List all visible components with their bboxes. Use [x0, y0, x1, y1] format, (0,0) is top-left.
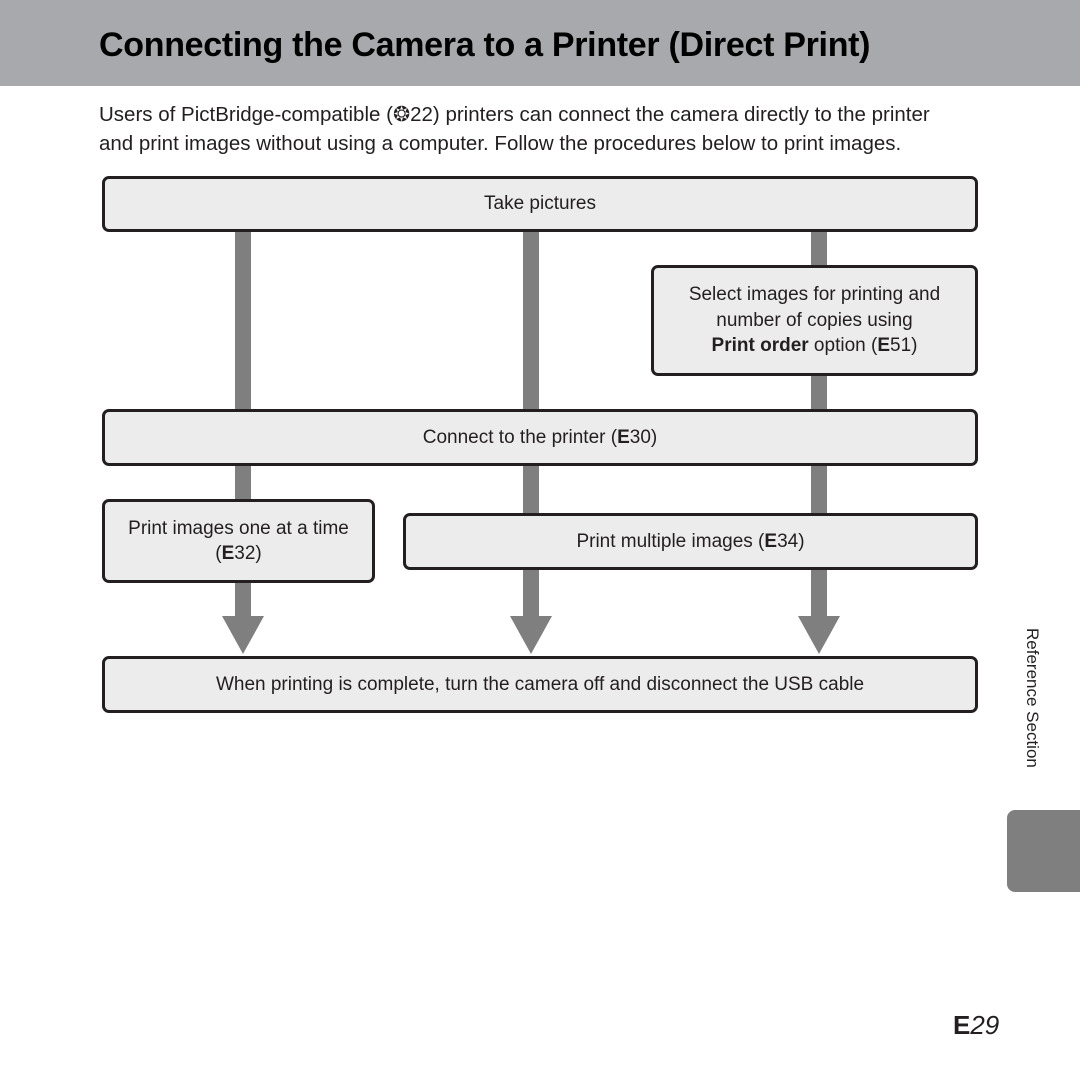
connector-right-lower [811, 464, 827, 516]
arrow-middle-shaft [523, 566, 539, 618]
select-images-line1: Select images for printing and [688, 284, 941, 306]
arrow-right-shaft [811, 566, 827, 618]
reference-glyph-icon: E [617, 426, 630, 448]
print-one-ref: 32) [234, 543, 262, 564]
intro-paragraph: Users of PictBridge-compatible (❂22) pri… [99, 100, 999, 158]
print-multiple-label: Print multiple images ( [576, 530, 765, 552]
take-pictures-box: Take pictures [102, 176, 978, 232]
intro-line2: and print images without using a compute… [99, 132, 902, 155]
connector-right-upper [811, 230, 827, 268]
reference-glyph-icon: E [953, 1010, 971, 1040]
finish-box: When printing is complete, turn the came… [102, 656, 978, 713]
page-number: E29 [953, 1010, 999, 1041]
pictbridge-ref-icon: ❂ [392, 103, 411, 126]
connector-middle-upper [523, 230, 539, 412]
arrow-left-shaft [235, 580, 251, 618]
connect-printer-ref: 30) [629, 426, 658, 448]
connect-printer-box: Connect to the printer (E30) [102, 409, 978, 466]
intro-line1-start: Users of PictBridge-compatible ( [99, 103, 393, 126]
section-tab [1007, 810, 1080, 892]
finish-label: When printing is complete, turn the came… [215, 673, 865, 695]
connector-middle-lower [523, 464, 539, 516]
reference-glyph-icon: E [877, 335, 890, 357]
page-title: Connecting the Camera to a Printer (Dire… [99, 26, 871, 64]
connector-right-mid [811, 374, 827, 412]
print-one-line1: Print images one at a time [128, 517, 349, 539]
select-images-box: Select images for printing and number of… [651, 265, 978, 376]
connector-left-lower [235, 464, 251, 502]
intro-line1-end: 22) printers can connect the camera dire… [410, 103, 930, 126]
arrow-left-head [222, 616, 264, 654]
print-order-label: Print order [711, 335, 809, 357]
section-label: Reference Section [1023, 628, 1042, 768]
select-images-option: option ( [808, 335, 878, 357]
reference-glyph-icon: E [764, 530, 778, 552]
reference-glyph-icon: E [221, 543, 235, 564]
page-number-value: 29 [970, 1010, 1000, 1040]
connector-left-upper [235, 230, 251, 412]
print-multiple-box: Print multiple images (E34) [403, 513, 978, 570]
arrow-right-head [798, 616, 840, 654]
header-band [0, 0, 1080, 86]
connect-printer-label: Connect to the printer ( [422, 426, 618, 448]
take-pictures-label: Take pictures [484, 193, 596, 215]
print-one-box: Print images one at a time (E32) [102, 499, 375, 583]
print-one-paren: ( [215, 543, 222, 564]
select-images-line2: number of copies using [716, 309, 913, 331]
select-images-ref: 51) [890, 335, 918, 357]
arrow-middle-head [510, 616, 552, 654]
print-multiple-ref: 34) [777, 530, 805, 552]
